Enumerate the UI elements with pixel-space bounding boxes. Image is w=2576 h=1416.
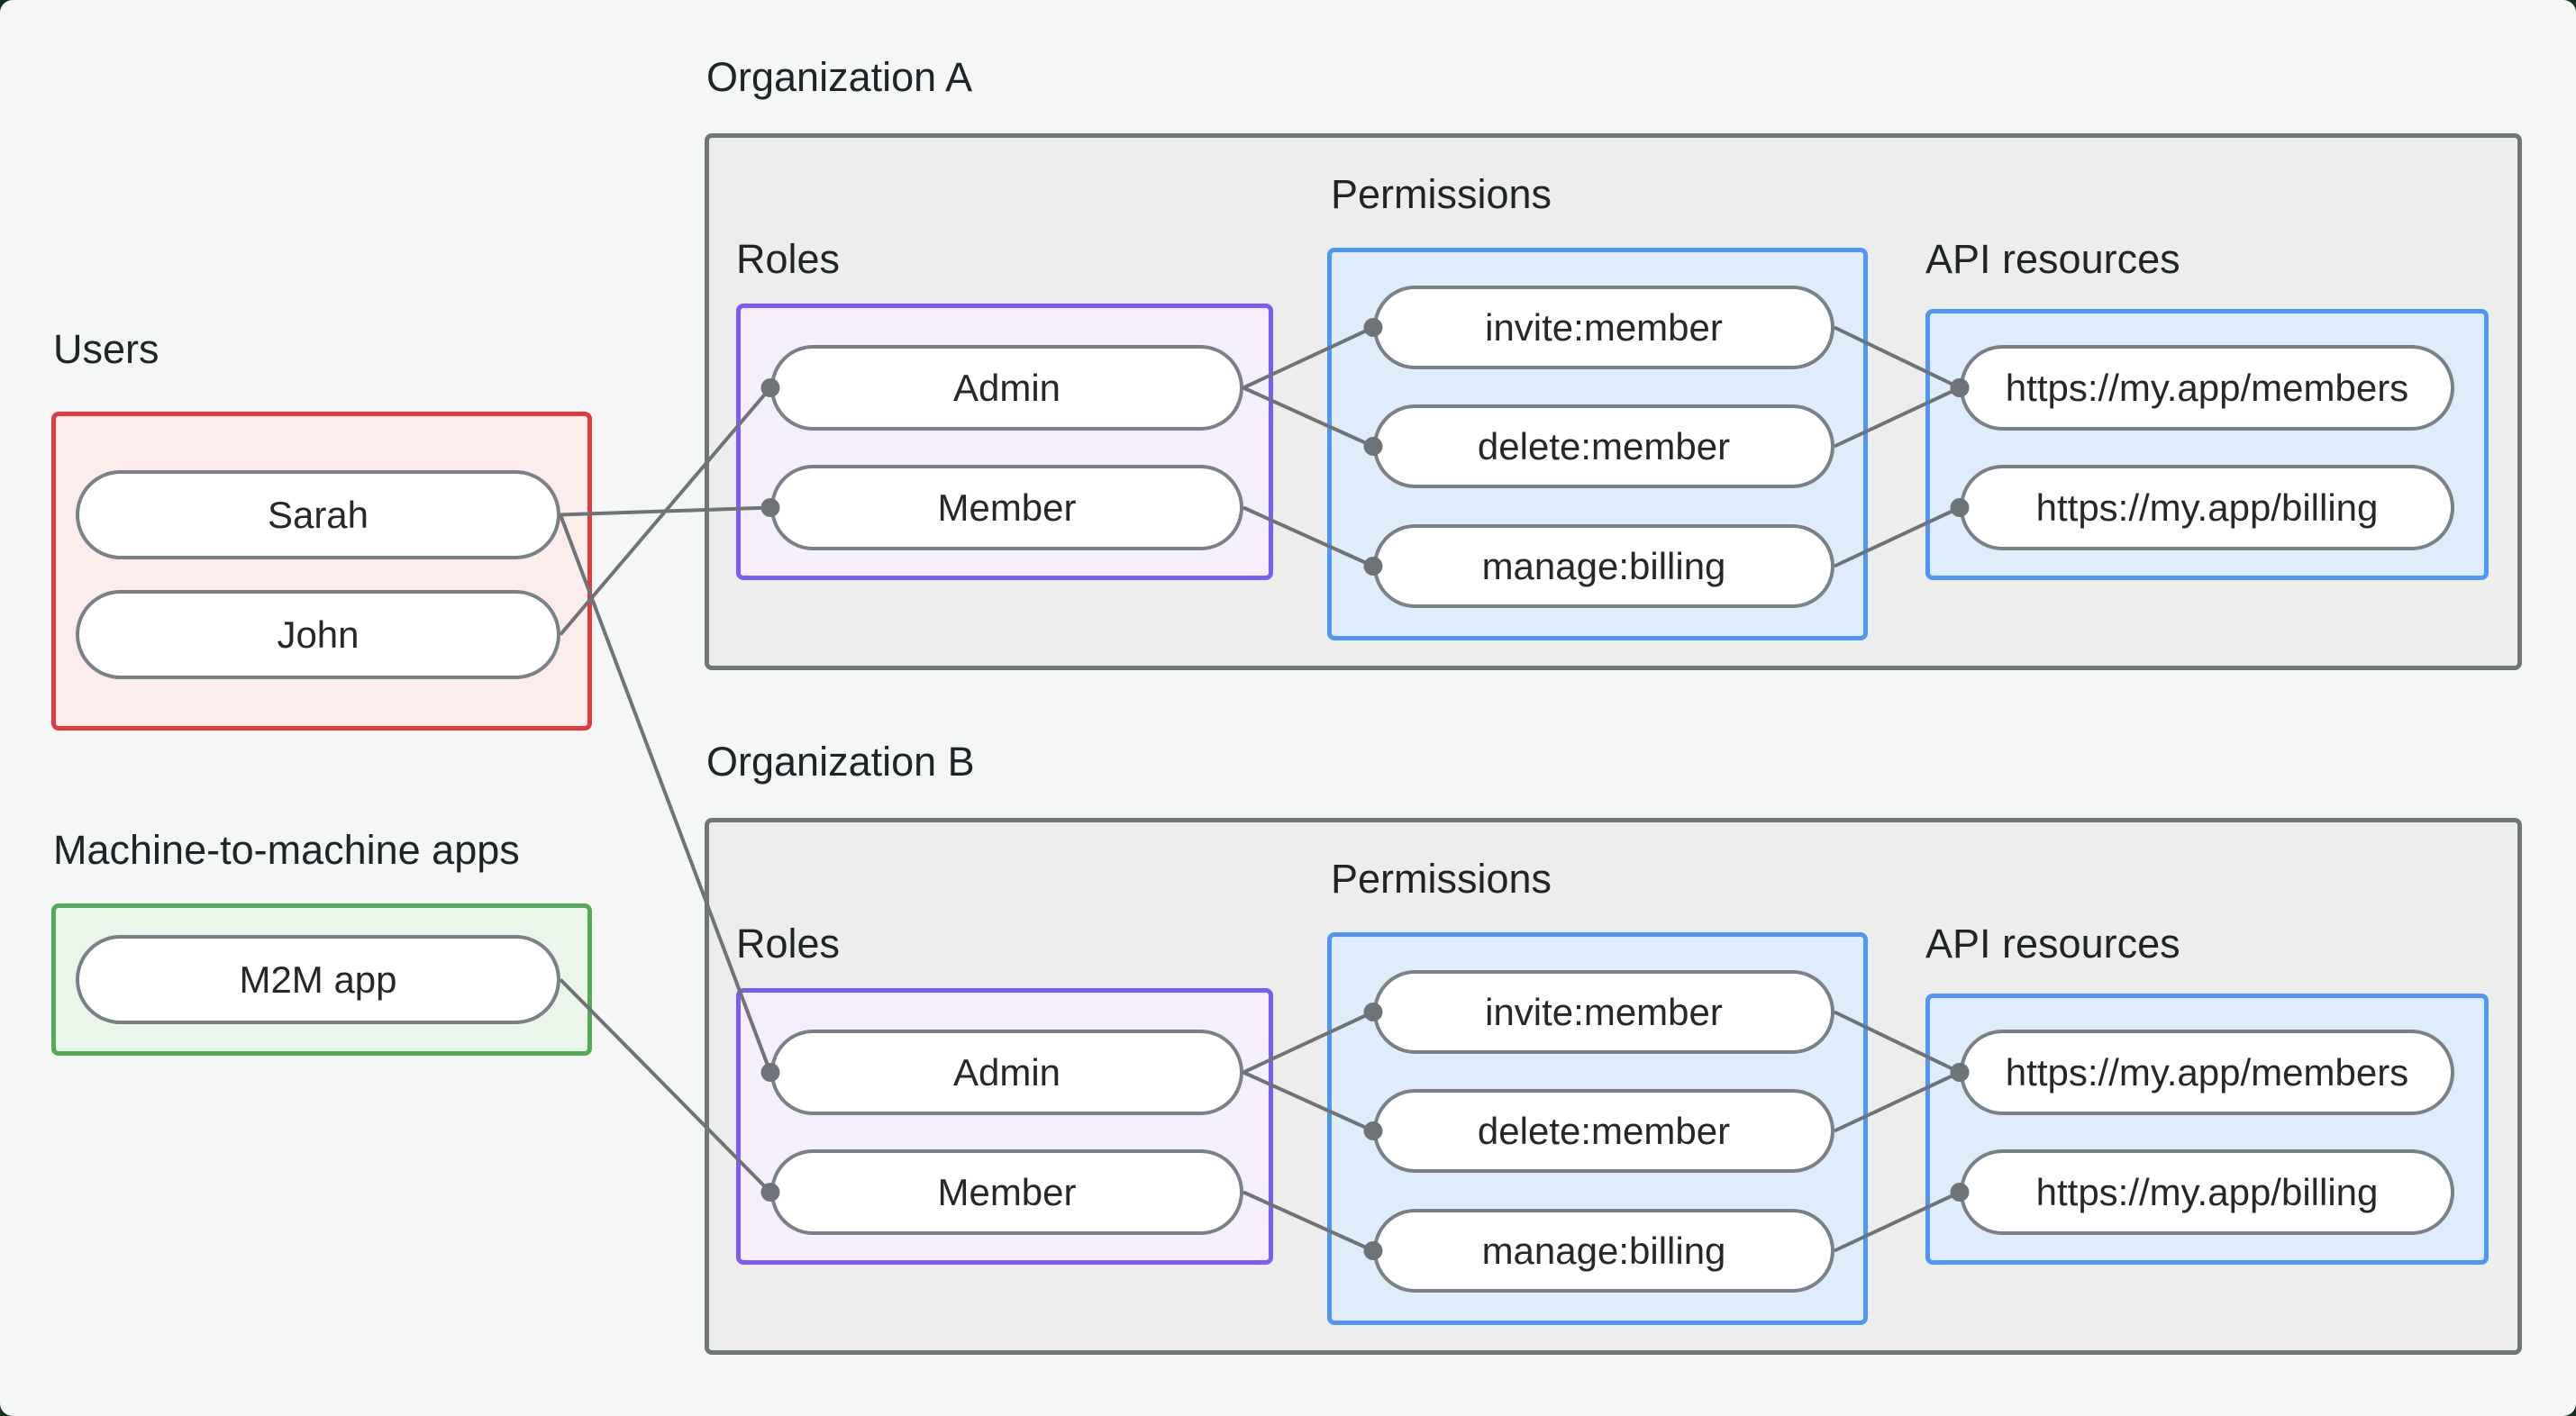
org-a-role-member: Member — [770, 465, 1243, 550]
org-b-api-resources-label: API resources — [1925, 921, 2180, 967]
org-b-role-member: Member — [770, 1149, 1243, 1235]
user-node-john: John — [76, 590, 560, 679]
users-group-box — [51, 412, 592, 731]
org-b-api-billing: https://my.app/billing — [1960, 1149, 2454, 1235]
org-b-title: Organization B — [706, 739, 975, 785]
users-group-label: Users — [53, 326, 159, 372]
org-b-role-admin: Admin — [770, 1030, 1243, 1115]
org-a-role-admin: Admin — [770, 345, 1243, 431]
org-a-permission-invite-member: invite:member — [1373, 286, 1834, 369]
org-b-permission-delete-member: delete:member — [1373, 1089, 1834, 1173]
m2m-group-label: Machine-to-machine apps — [53, 827, 520, 873]
org-a-title: Organization A — [706, 54, 973, 100]
org-a-api-resources-label: API resources — [1925, 236, 2180, 282]
org-a-permission-delete-member: delete:member — [1373, 404, 1834, 488]
org-b-permission-manage-billing: manage:billing — [1373, 1209, 1834, 1293]
m2m-app-node: M2M app — [76, 935, 560, 1024]
org-a-api-billing: https://my.app/billing — [1960, 465, 2454, 550]
org-b-api-members: https://my.app/members — [1960, 1030, 2454, 1115]
org-a-api-members: https://my.app/members — [1960, 345, 2454, 431]
org-a-permission-manage-billing: manage:billing — [1373, 524, 1834, 608]
org-b-roles-label: Roles — [736, 921, 841, 967]
org-b-permission-invite-member: invite:member — [1373, 970, 1834, 1054]
org-a-roles-label: Roles — [736, 236, 841, 282]
org-a-permissions-label: Permissions — [1331, 171, 1552, 217]
user-node-sarah: Sarah — [76, 470, 560, 559]
org-b-permissions-label: Permissions — [1331, 856, 1552, 902]
